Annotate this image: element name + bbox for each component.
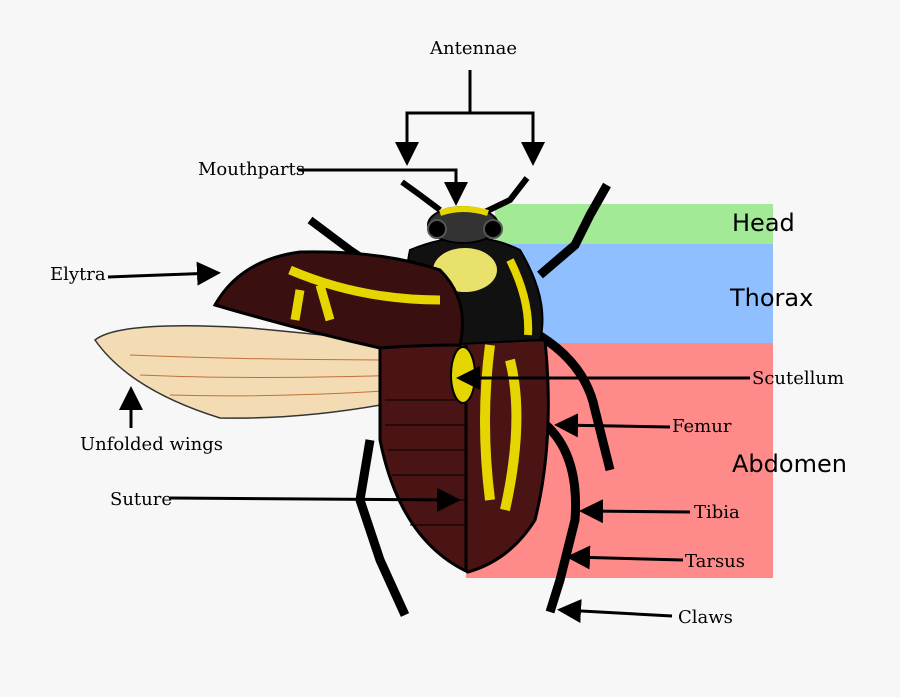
- head-region: [495, 204, 773, 244]
- unfolded-wings-label: Unfolded wings: [80, 434, 223, 455]
- abdomen-label: Abdomen: [732, 450, 847, 478]
- elytra-label: Elytra: [50, 264, 106, 285]
- femur-label: Femur: [672, 416, 732, 437]
- thorax-label: Thorax: [729, 284, 813, 312]
- tarsus-label: Tarsus: [685, 551, 745, 572]
- mouthparts-label: Mouthparts: [198, 159, 305, 180]
- scutellum-label: Scutellum: [752, 368, 844, 389]
- claws-label: Claws: [678, 607, 733, 628]
- suture-label: Suture: [110, 489, 172, 510]
- elytron: [212, 250, 464, 350]
- antennae-label: Antennae: [429, 38, 517, 59]
- beetle-illustration: [93, 176, 615, 617]
- head-label: Head: [732, 209, 795, 237]
- tibia-label: Tibia: [694, 502, 740, 523]
